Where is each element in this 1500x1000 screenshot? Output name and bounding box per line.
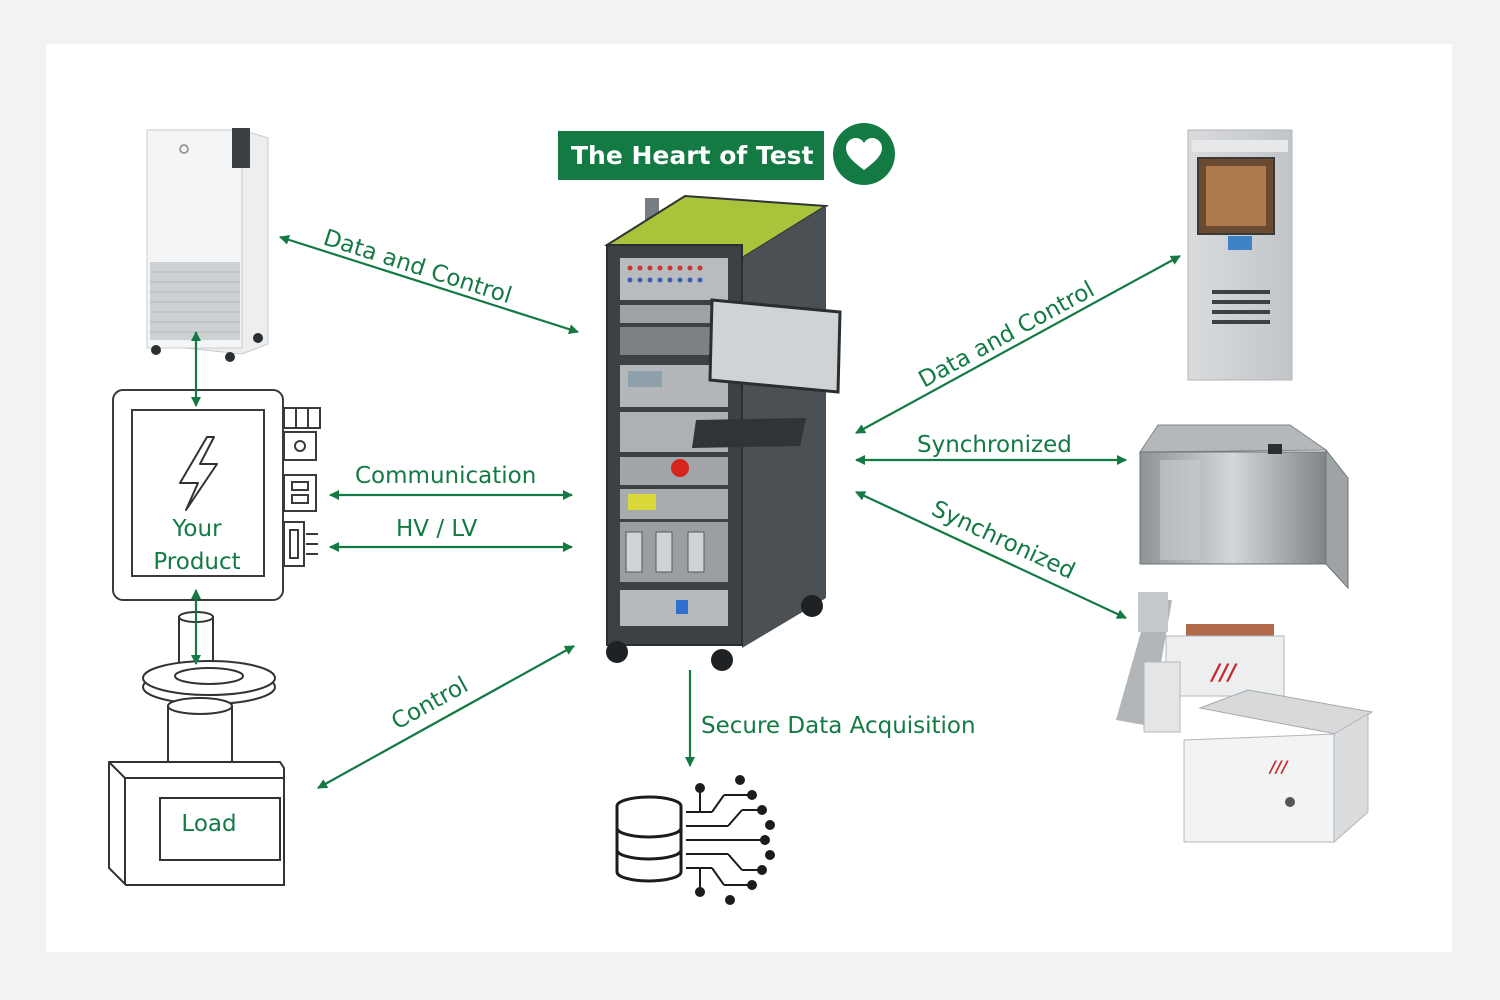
salt-spray-chamber (1139, 424, 1349, 590)
arrow-control (317, 645, 575, 789)
circuit-icon (686, 775, 775, 905)
load-label: Load (181, 811, 236, 837)
connection-arrows (191, 234, 1181, 789)
product-label-line1: Your (171, 516, 222, 542)
label-secure-data-acquisition: Secure Data Acquisition (701, 713, 976, 739)
your-product: Your Product (112, 389, 321, 601)
product-connectors (283, 407, 321, 567)
svg-text:///: /// (1268, 757, 1289, 776)
climate-chamber (1187, 129, 1293, 381)
label-communication: Communication (355, 463, 536, 489)
label-data-control-right: Data and Control (914, 277, 1098, 394)
heart-icon (833, 123, 895, 185)
svg-text:///: /// (1209, 661, 1238, 686)
title-badge: The Heart of Test (558, 131, 824, 180)
page-title: The Heart of Test (571, 141, 814, 170)
test-cabinet (603, 194, 842, 671)
arrow-chiller-cabinet (279, 234, 579, 335)
vibration-shaker: /// /// (1116, 592, 1374, 844)
arrow-shaker (855, 491, 1127, 619)
database-icon (615, 795, 683, 883)
chiller-unit (146, 128, 269, 362)
lightning-icon (179, 436, 218, 511)
label-synchronized-low: Synchronized (927, 496, 1078, 585)
label-data-control-left: Data and Control (320, 225, 515, 309)
load-motor (108, 611, 285, 886)
label-synchronized-mid: Synchronized (917, 432, 1072, 458)
label-hv-lv: HV / LV (396, 516, 478, 542)
arrow-climate-chamber (855, 255, 1181, 434)
product-label-line2: Product (153, 549, 240, 575)
